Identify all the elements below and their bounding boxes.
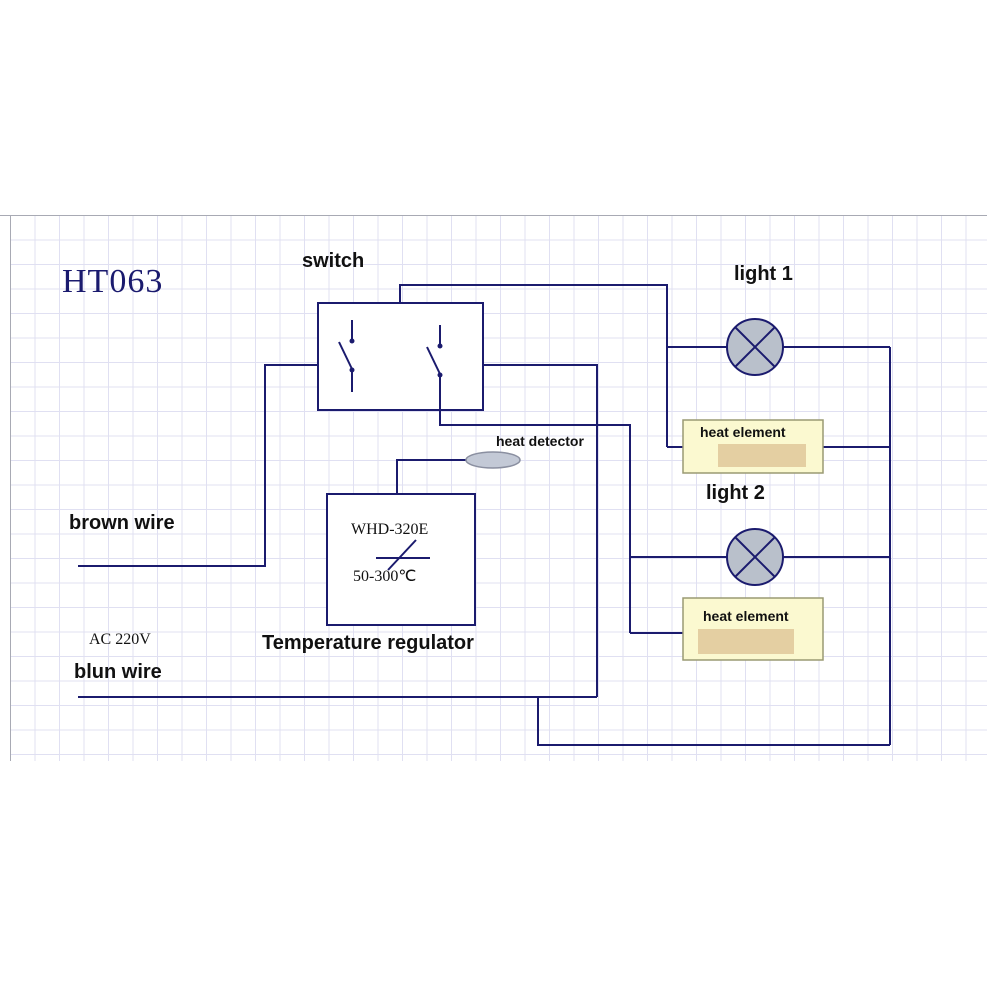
lamp2-icon [726, 528, 784, 586]
thermostat-contact-icon [376, 539, 430, 571]
heat-detector-label: heat detector [496, 433, 584, 449]
grid-left-border [10, 215, 11, 761]
lamp1-icon [726, 318, 784, 376]
switch-right-wire [483, 364, 598, 697]
temperature-regulator-label: Temperature regulator [262, 632, 474, 654]
blue-wire-label: blun wire [74, 661, 162, 683]
heat-element1-label: heat element [700, 424, 786, 440]
switch-label: switch [302, 250, 365, 272]
switch-box [317, 302, 484, 411]
switch-pole1-icon [338, 320, 355, 392]
bottom-return-wire [537, 697, 890, 746]
light1-label: light 1 [734, 263, 793, 285]
ac-voltage-label: AC 220V [89, 631, 151, 648]
heat-detector-icon [465, 451, 521, 469]
diagram-title: HT063 [62, 263, 164, 300]
grid-top-border [0, 215, 987, 216]
heat-element1-inner [718, 444, 806, 467]
grid-background [10, 215, 987, 761]
switch-top-wire [399, 284, 668, 447]
regulator-model-label: WHD-320E [351, 521, 429, 538]
brown-wire-label: brown wire [69, 512, 175, 534]
brown-wire-line [78, 364, 318, 567]
heat-detector-wire [396, 459, 466, 494]
regulator-range-label: 50-300℃ [353, 568, 417, 585]
light2-label: light 2 [706, 482, 765, 504]
switch-bottom-wire [439, 410, 631, 633]
heat-element2-inner [698, 629, 794, 654]
temperature-regulator-box [326, 493, 476, 626]
heat-element2-label: heat element [703, 608, 789, 624]
switch-pole2-icon [426, 325, 443, 410]
